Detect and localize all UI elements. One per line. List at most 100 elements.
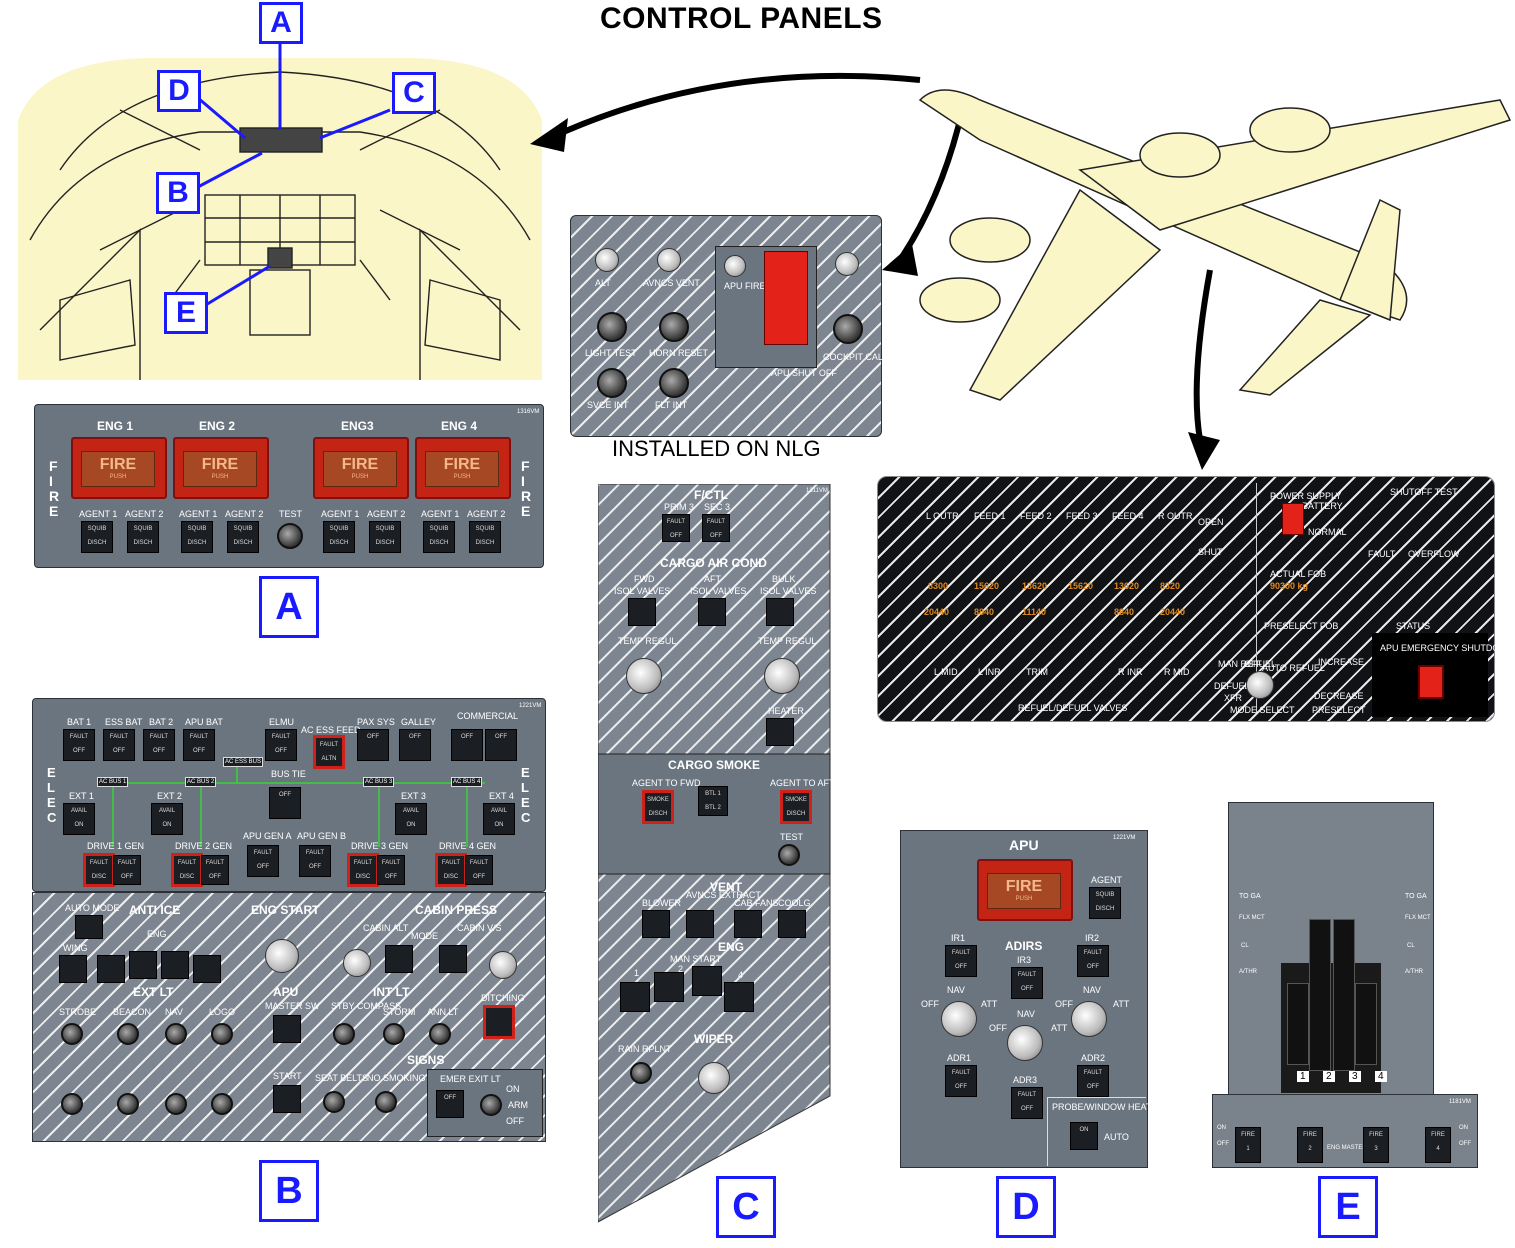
emer-exit-lt-button[interactable]: OFF xyxy=(436,1090,464,1118)
wiper-knob[interactable] xyxy=(698,1062,730,1094)
eng4-anti-ice-button[interactable] xyxy=(193,955,221,983)
light-test-switch[interactable] xyxy=(597,312,627,342)
commercial-2-button[interactable]: OFF xyxy=(485,729,517,761)
nav-switch[interactable] xyxy=(165,1023,187,1045)
eng1-anti-ice-button[interactable] xyxy=(97,955,125,983)
eng2-anti-ice-button[interactable] xyxy=(129,951,157,979)
coolg-button[interactable] xyxy=(778,910,806,938)
cockpit-call-button[interactable] xyxy=(833,314,863,344)
no-smoking-switch[interactable] xyxy=(375,1091,397,1113)
strobe-switch[interactable] xyxy=(61,1023,83,1045)
apu-master-sw-button[interactable] xyxy=(273,1015,301,1043)
ann-lt-switch[interactable] xyxy=(429,1023,451,1045)
cabin-vs-knob[interactable] xyxy=(489,951,517,979)
mode-select-knob[interactable] xyxy=(1246,671,1274,699)
galley-button[interactable]: OFF xyxy=(399,729,431,761)
fire-test-button[interactable] xyxy=(277,523,303,549)
cargo-smoke-test-button[interactable] xyxy=(778,844,800,866)
thrust-lever-3[interactable] xyxy=(1333,919,1355,1071)
stby-compass-switch[interactable] xyxy=(333,1023,355,1045)
bus-tie-button[interactable]: OFF xyxy=(269,787,301,819)
seat-belts-switch[interactable] xyxy=(323,1091,345,1113)
cab-fans-button[interactable] xyxy=(734,910,762,938)
thrust-lever-4[interactable] xyxy=(1355,983,1377,1065)
cabin-mode-button[interactable] xyxy=(385,945,413,973)
wing-anti-ice-button[interactable] xyxy=(59,955,87,983)
storm-switch[interactable] xyxy=(383,1023,405,1045)
thrust-lever-2[interactable] xyxy=(1309,919,1331,1071)
svce-int-jack[interactable] xyxy=(597,368,627,398)
probe-heat-button[interactable]: ON xyxy=(1070,1122,1098,1150)
fwd-temp-knob[interactable] xyxy=(626,658,662,694)
land-switch[interactable] xyxy=(165,1093,187,1115)
man-start-2-button[interactable] xyxy=(654,972,684,1002)
horn-reset-switch[interactable] xyxy=(659,312,689,342)
rwy-turnoff-switch[interactable] xyxy=(117,1093,139,1115)
eng-start-selector[interactable] xyxy=(265,939,299,973)
man-start-4-button[interactable] xyxy=(724,982,754,1012)
man-start-1-button[interactable] xyxy=(620,982,650,1012)
pax-sys-button[interactable]: OFF xyxy=(357,729,389,761)
cabin-alt-knob[interactable] xyxy=(343,949,371,977)
rain-rplnt-button[interactable] xyxy=(630,1062,652,1084)
ir2-mode-knob[interactable] xyxy=(1071,1001,1107,1037)
apu-emergency-shutdown-button[interactable] xyxy=(1418,665,1444,699)
cabin-vs-button[interactable] xyxy=(439,945,467,973)
emer-exit-lt-switch[interactable] xyxy=(480,1094,502,1116)
bulk-isol-button[interactable] xyxy=(766,598,794,626)
ir1-mode-knob[interactable] xyxy=(941,1001,977,1037)
avncs-extract-button[interactable] xyxy=(686,910,714,938)
ir3-mode-knob[interactable] xyxy=(1007,1025,1043,1061)
beacon-switch[interactable] xyxy=(117,1023,139,1045)
nose-switch[interactable] xyxy=(211,1093,233,1115)
commercial-1-button[interactable]: OFF xyxy=(451,729,483,761)
anti-ice-auto-button[interactable] xyxy=(75,915,103,939)
wing-lt-switch[interactable] xyxy=(61,1093,83,1115)
eng3-anti-ice-button[interactable] xyxy=(161,951,189,979)
flt-int-jack[interactable] xyxy=(659,368,689,398)
apu-start-button[interactable] xyxy=(273,1085,301,1113)
apu-shut-off-cover[interactable] xyxy=(764,251,808,345)
fwd-isol-button[interactable] xyxy=(628,598,656,626)
blower-button[interactable] xyxy=(642,910,670,938)
